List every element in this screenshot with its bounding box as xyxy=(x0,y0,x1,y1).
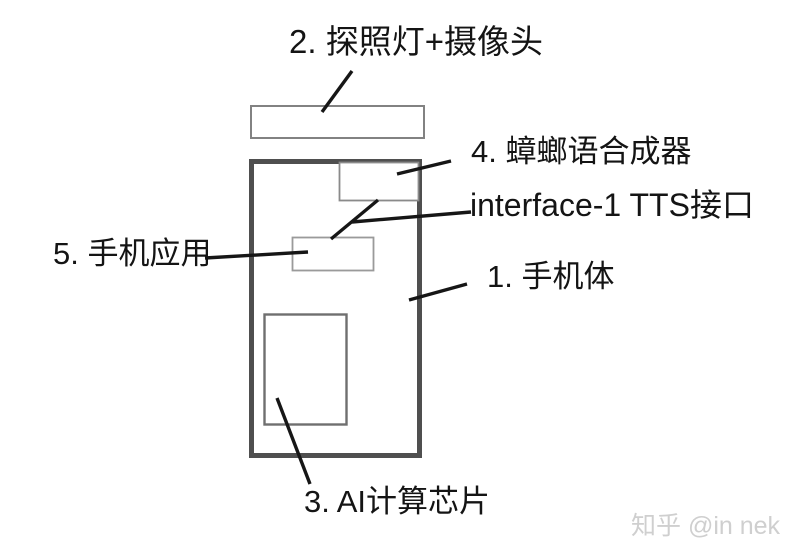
leader-line-synthesizer xyxy=(396,159,452,176)
leader-line-ai-chip xyxy=(275,397,312,485)
leader-line-phone-body xyxy=(408,282,468,302)
leader-line-tts-interface xyxy=(351,210,472,224)
ai-chip-box xyxy=(263,313,348,426)
camera-light-bar xyxy=(250,105,425,139)
label-ai-chip: 3. AI计算芯片 xyxy=(304,484,491,519)
label-tts-interface: interface-1 TTS接口 xyxy=(470,187,754,223)
leader-line-phone-app xyxy=(204,250,309,260)
zhihu-watermark: 知乎 @in nek xyxy=(631,512,781,540)
label-synthesizer: 4. 蟑螂语合成器 xyxy=(471,134,692,169)
leader-line-camera xyxy=(320,69,354,114)
phone-app-box xyxy=(291,236,375,272)
tts-connection-line xyxy=(329,198,380,241)
label-phone-app: 5. 手机应用 xyxy=(53,236,212,271)
label-phone-body: 1. 手机体 xyxy=(487,259,615,294)
label-camera-light: 2. 探照灯+摄像头 xyxy=(289,23,543,60)
synthesizer-box xyxy=(338,161,420,202)
